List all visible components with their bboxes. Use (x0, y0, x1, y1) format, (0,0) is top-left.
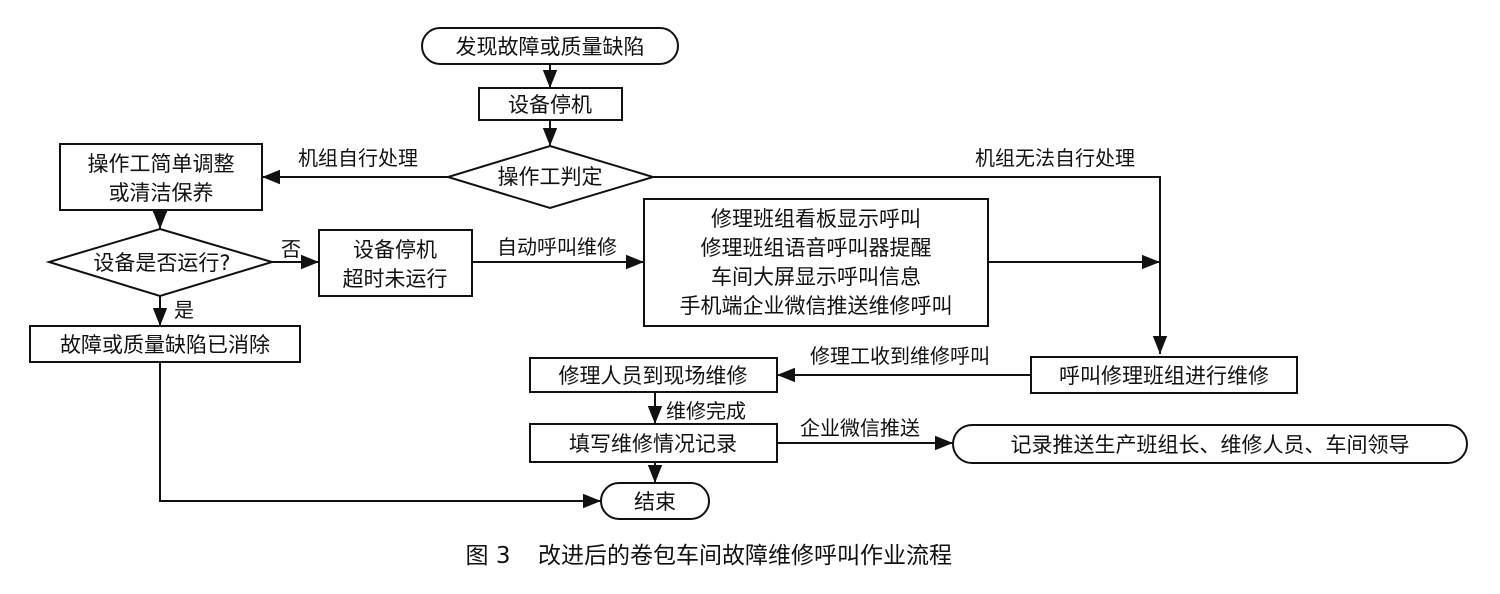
node-operator-judge-label: 操作工判定 (498, 165, 603, 189)
node-push-record: 记录推送生产班组长、维修人员、车间领导 (952, 424, 1468, 464)
node-timeout-line1: 设备停机 (353, 238, 437, 262)
node-notify: 修理班组看板显示呼叫 修理班组语音呼叫器提醒 车间大屏显示呼叫信息 手机端企业微… (643, 198, 989, 327)
node-fill-record: 填写维修情况记录 (529, 423, 778, 463)
node-onsite: 修理人员到现场维修 (529, 357, 778, 393)
edge-label-done: 维修完成 (666, 399, 746, 423)
node-notify-line4: 手机端企业微信推送维修呼叫 (680, 294, 953, 318)
node-notify-line3: 车间大屏显示呼叫信息 (711, 265, 921, 289)
node-start: 发现故障或质量缺陷 (421, 27, 679, 65)
node-timeout: 设备停机 超时未运行 (318, 229, 473, 297)
node-fill-record-label: 填写维修情况记录 (569, 432, 737, 456)
caption-fig: 图 3 (466, 543, 511, 569)
node-end-label: 结束 (634, 490, 676, 514)
node-notify-line2: 修理班组语音呼叫器提醒 (701, 236, 932, 260)
node-simple-adjust: 操作工简单调整 或清洁保养 (59, 143, 263, 211)
node-call-team-label: 呼叫修理班组进行维修 (1059, 364, 1269, 388)
node-start-label: 发现故障或质量缺陷 (456, 35, 645, 59)
caption-title: 改进后的卷包车间故障维修呼叫作业流程 (538, 543, 952, 569)
connectors (152, 64, 1168, 509)
node-stop-machine: 设备停机 (478, 87, 623, 121)
node-onsite-label: 修理人员到现场维修 (559, 364, 748, 388)
edge-label-self-handle: 机组自行处理 (298, 146, 418, 170)
edge-label-wechat: 企业微信推送 (800, 416, 920, 440)
edge-label-no: 否 (281, 237, 301, 261)
node-operator-judge: 操作工判定 (444, 144, 657, 210)
node-push-record-label: 记录推送生产班组长、维修人员、车间领导 (1011, 433, 1410, 457)
node-simple-adjust-line2: 或清洁保养 (109, 181, 214, 205)
edge-label-yes: 是 (174, 298, 194, 322)
node-stop-machine-label: 设备停机 (508, 93, 592, 117)
node-notify-line1: 修理班组看板显示呼叫 (711, 207, 921, 231)
node-resolved-label: 故障或质量缺陷已消除 (60, 333, 270, 357)
node-end: 结束 (600, 482, 710, 520)
node-call-team: 呼叫修理班组进行维修 (1030, 356, 1298, 394)
edge-resolved-to-end (159, 362, 601, 509)
node-device-running: 设备是否运行? (45, 227, 276, 298)
edge-label-received: 修理工收到维修呼叫 (810, 344, 990, 368)
edge-label-auto-call: 自动呼叫维修 (497, 235, 617, 259)
edge-judge-to-right (653, 176, 1168, 354)
node-timeout-line2: 超时未运行 (343, 267, 448, 291)
edge-label-cannot-handle: 机组无法自行处理 (975, 146, 1135, 170)
node-device-running-label: 设备是否运行? (93, 251, 230, 275)
node-simple-adjust-line1: 操作工简单调整 (88, 152, 235, 176)
node-resolved: 故障或质量缺陷已消除 (29, 325, 301, 363)
